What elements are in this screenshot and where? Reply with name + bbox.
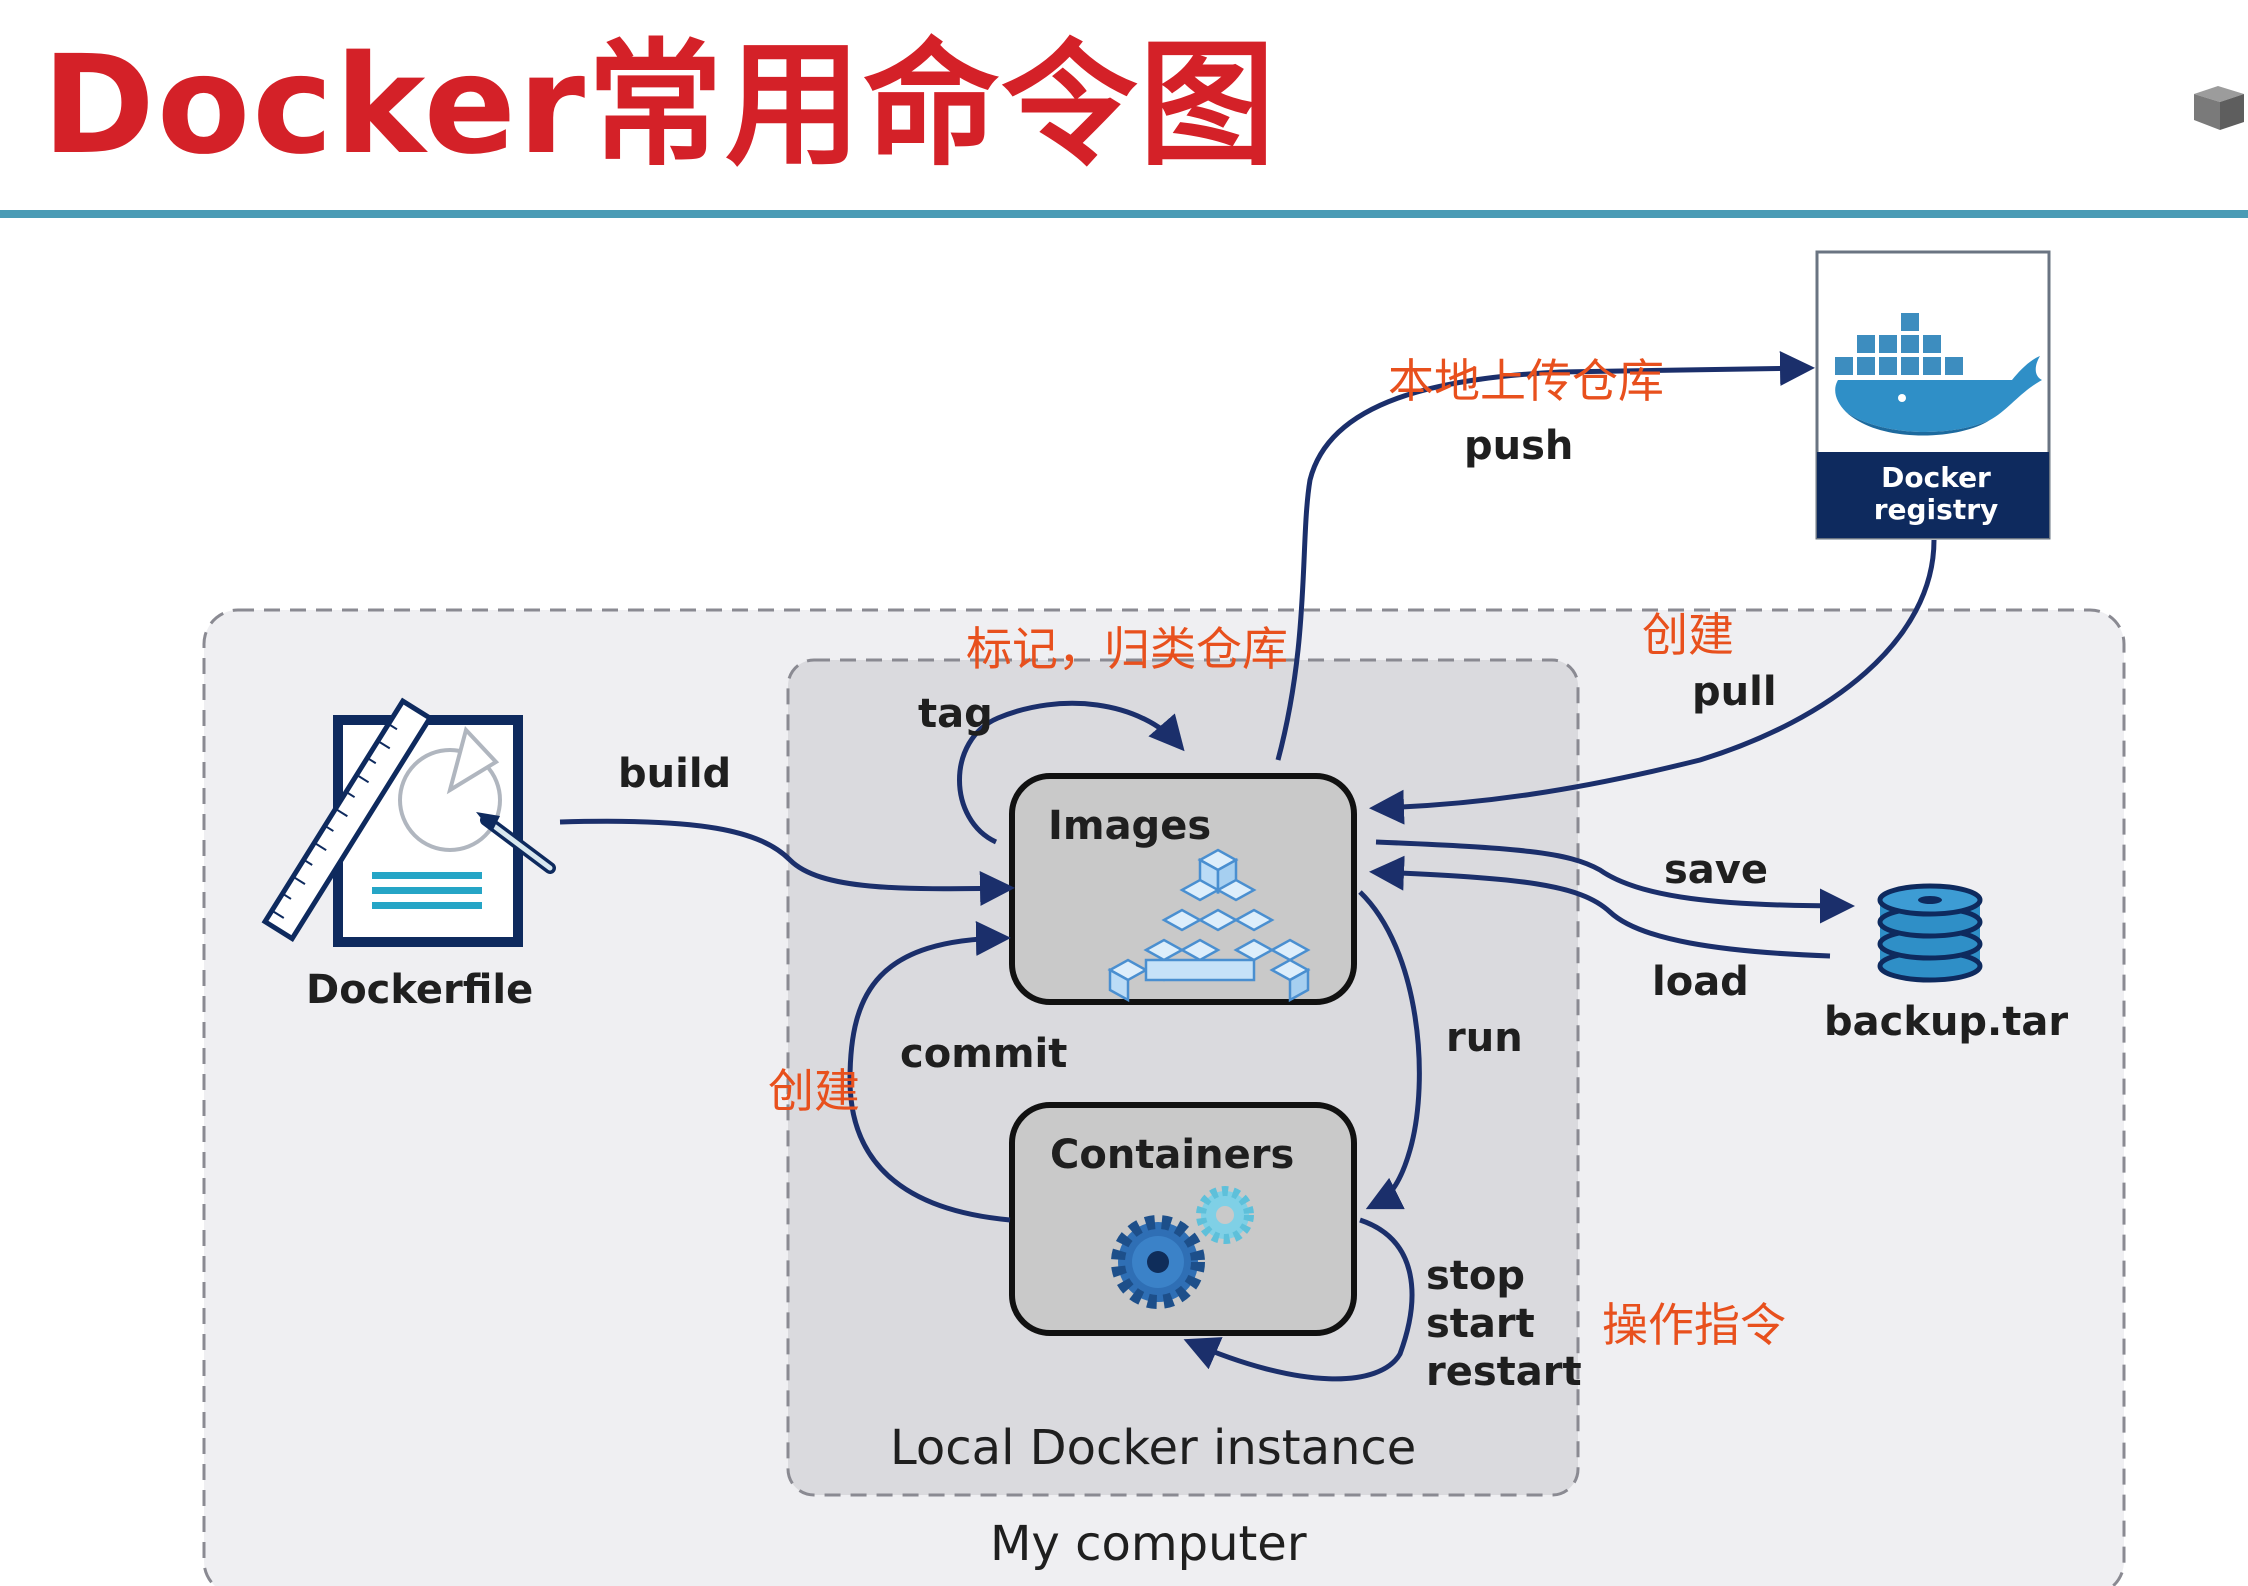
my-computer-label: My computer [990,1516,1307,1572]
commit-annotation: 创建 [768,1064,860,1118]
save-arrow [1375,839,1855,924]
containers-node [1009,1102,1357,1336]
tag-arrow [957,700,1185,845]
save-label: save [1664,847,1769,893]
dockerfile-label: Dockerfile [306,967,534,1013]
containers-label: Containers [1050,1132,1295,1178]
tag-annotation: 标记，归类仓库 [966,622,1288,676]
pull-arrow [1369,539,1937,825]
stop-label: stop [1426,1253,1526,1299]
load-arrow [1369,855,1831,959]
commit-arrow [847,920,1011,1223]
title-divider [0,210,2248,218]
build-arrow [559,818,1015,907]
pull-label: pull [1692,669,1777,715]
images-label: Images [1048,803,1212,849]
start-label: start [1426,1301,1535,1347]
push-arrow [1275,350,1815,761]
run-label: run [1446,1015,1523,1061]
page-title: Docker常用命令图 [42,27,1278,185]
cubes-icon [1107,848,1311,1003]
restart-label: restart [1426,1349,1582,1395]
docker-registry-label: Docker registry [1873,461,1999,526]
dockerfile-icon [261,697,556,947]
commit-label: commit [900,1031,1068,1077]
backup-tar-icon [1877,883,1983,983]
cube-icon [2194,86,2244,130]
load-label: load [1652,959,1749,1005]
pull-annotation: 创建 [1642,608,1734,662]
gears-icon [1111,1186,1254,1309]
docker-registry-icon [1815,250,2051,540]
push-annotation: 本地上传仓库 [1388,354,1664,408]
local-docker-instance-label: Local Docker instance [890,1420,1417,1476]
backup-tar-label: backup.tar [1824,999,2069,1045]
push-label: push [1464,423,1574,469]
tag-label: tag [918,691,993,737]
stop-start-restart-arrow [1183,1217,1415,1382]
ops-annotation: 操作指令 [1602,1298,1786,1352]
run-arrow [1358,890,1422,1210]
build-label: build [618,751,732,797]
